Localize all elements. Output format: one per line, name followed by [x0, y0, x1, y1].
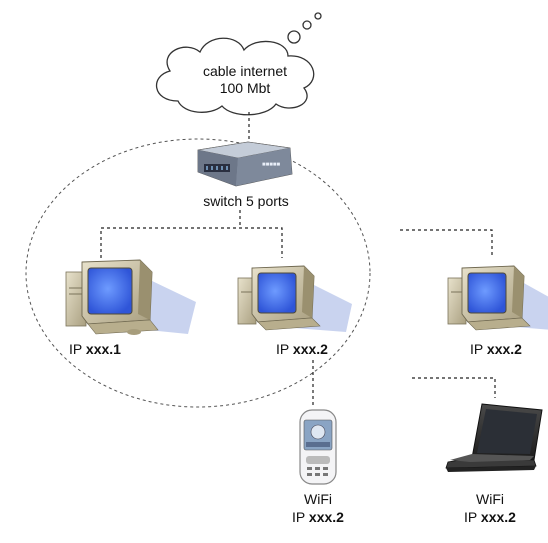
phone-ip-address: xxx.2: [308, 509, 344, 525]
switch-icon: ■■■■■: [197, 141, 293, 187]
pc1-label: IP xxx.1: [45, 341, 145, 357]
pc1-ip-prefix: IP: [69, 341, 83, 357]
cloud-icon: [155, 12, 322, 116]
pc2-icon: [237, 265, 352, 332]
laptop-ip-prefix: IP: [464, 509, 478, 525]
pc1-ip-address: xxx.1: [85, 341, 121, 357]
laptop-icon: [445, 403, 543, 472]
pc2-ip-prefix: IP: [276, 341, 290, 357]
connection-lines: [100, 112, 496, 408]
link-pc3: [400, 229, 493, 258]
cloud-label-line2: 100 Mbt: [219, 80, 271, 96]
pc1-icon: [65, 259, 196, 335]
phone-label: WiFi IP xxx.2: [268, 490, 368, 526]
laptop-type: WiFi: [476, 491, 504, 507]
phone-ip-prefix: IP: [292, 509, 306, 525]
pc3-ip-prefix: IP: [470, 341, 484, 357]
laptop-label: WiFi IP xxx.2: [440, 490, 540, 526]
pc2-label: IP xxx.2: [252, 341, 352, 357]
cloud-label-line1: cable internet: [202, 63, 288, 79]
switch-label: switch 5 ports: [203, 193, 289, 209]
pc3-ip-address: xxx.2: [486, 341, 522, 357]
pc3-label: IP xxx.2: [446, 341, 546, 357]
svg-text:■■■■■: ■■■■■: [262, 162, 280, 168]
lan-boundary: [25, 138, 371, 408]
laptop-ip-address: xxx.2: [480, 509, 516, 525]
pc3-icon: [447, 265, 548, 331]
cloud-label: cable internet 100 Mbt: [170, 63, 320, 97]
phone-icon: [299, 409, 337, 485]
link-bus-pc1-pc2: [100, 227, 283, 258]
link-laptop: [412, 377, 496, 398]
phone-type: WiFi: [304, 491, 332, 507]
pc2-ip-address: xxx.2: [292, 341, 328, 357]
